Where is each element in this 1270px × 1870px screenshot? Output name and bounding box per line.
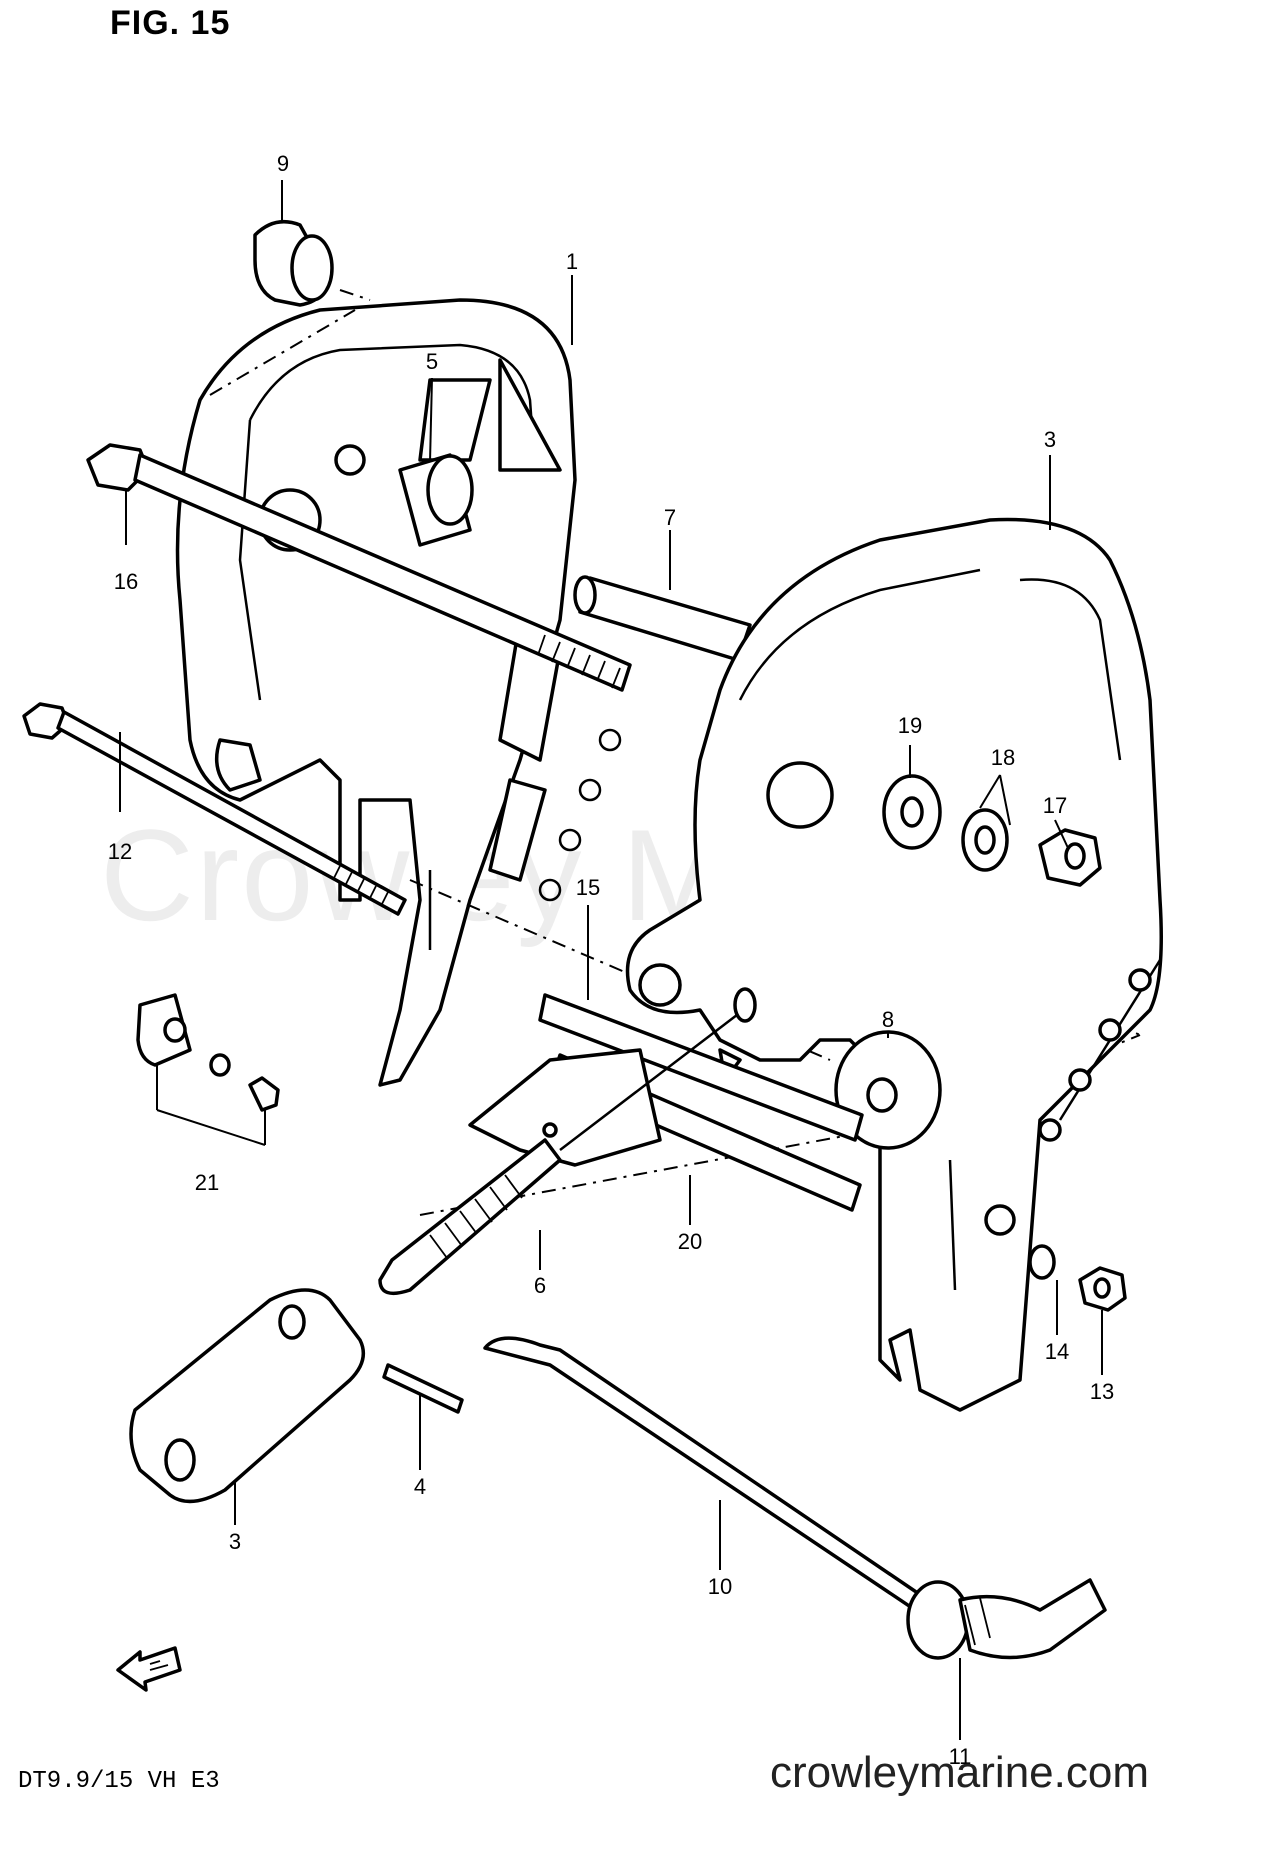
right-clamp-bracket [625, 517, 1163, 1412]
figure-title: FIG. 15 [110, 4, 231, 42]
callout-12: 12 [107, 839, 133, 864]
washers-and-nut [882, 774, 1102, 887]
rod-15 [538, 993, 864, 1142]
callout-14: 14 [1044, 1339, 1070, 1364]
long-bolt-12 [22, 702, 407, 916]
callout-16: 16 [113, 569, 139, 594]
rod-7 [573, 575, 752, 662]
model-code: DT9.9/15 VH E3 [18, 1768, 220, 1795]
callout-5: 5 [425, 349, 439, 374]
callout-9: 9 [276, 151, 290, 176]
callout-4: 4 [413, 1474, 427, 1499]
callout-13: 13 [1089, 1379, 1115, 1404]
callout-11: 11 [948, 1744, 972, 1769]
callout-10: 10 [707, 1574, 733, 1599]
callout-1: 1 [565, 249, 579, 274]
pin-4 [382, 1363, 464, 1414]
callout-20: 20 [677, 1229, 703, 1254]
small-bracket-21 [136, 993, 280, 1112]
callout-19: 19 [897, 713, 923, 738]
fwd-arrow-icon [116, 1646, 182, 1692]
callout-18: 18 [990, 745, 1016, 770]
through-bolt-16 [86, 443, 632, 692]
callout-leaders [119, 180, 1103, 1740]
website-url: crowleymarine.com [770, 1748, 1149, 1797]
collar-5 [398, 453, 474, 547]
callout-8: 8 [881, 1007, 895, 1032]
callout-6: 6 [533, 1273, 547, 1298]
callout-3-bracket: 3 [1043, 427, 1057, 452]
plate-and-screw-6 [378, 987, 757, 1296]
bushing-9 [253, 219, 334, 307]
callout-3-lever: 3 [228, 1529, 242, 1554]
callout-7: 7 [663, 505, 677, 530]
callout-21: 21 [194, 1170, 220, 1195]
nut-13-and-washer-14 [1028, 1244, 1127, 1312]
callout-17: 17 [1042, 793, 1068, 818]
tilt-rod-10 [483, 1336, 1107, 1660]
left-clamp-bracket [175, 298, 622, 1087]
tilt-lever [129, 1288, 366, 1504]
callout-15: 15 [575, 875, 601, 900]
